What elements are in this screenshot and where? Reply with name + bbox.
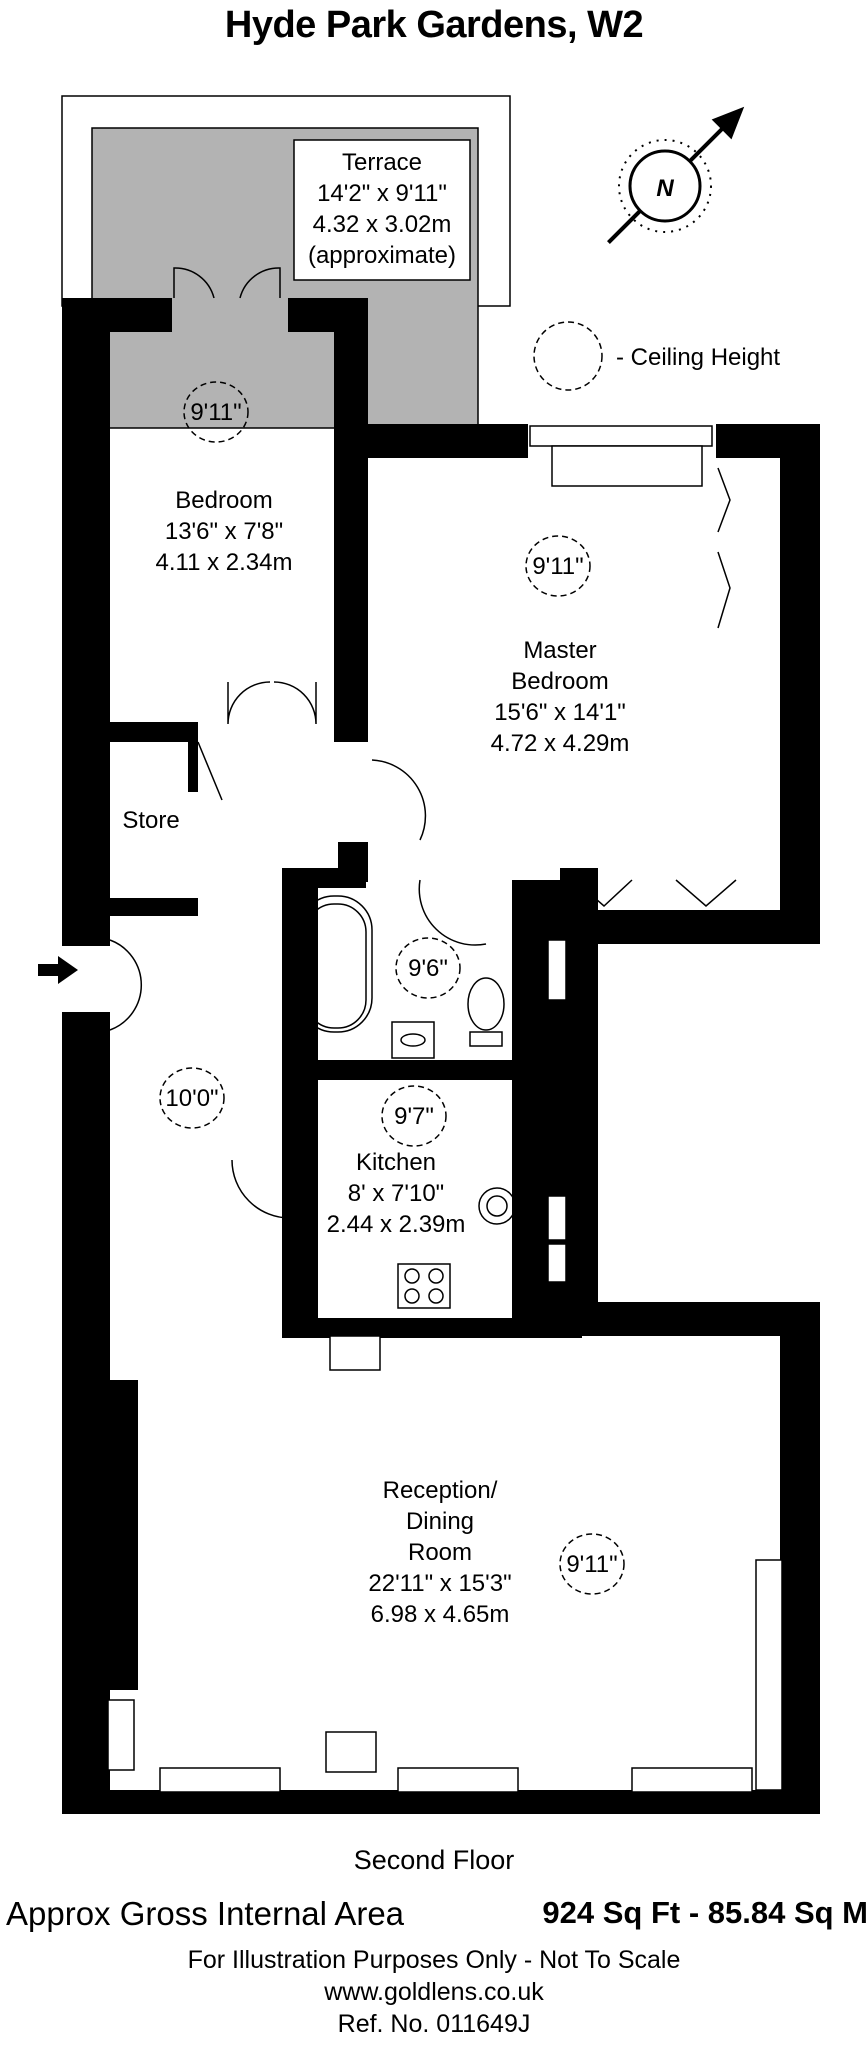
master-bedroom-labels: 9'11" Master Bedroom 15'6" x 14'1" 4.72 … [491,535,630,757]
ceiling-height-legend-text: - Ceiling Height [616,344,780,371]
reception-name-3: Room [408,1539,472,1566]
terrace-name: Terrace [342,149,422,176]
terrace-area [61,95,511,429]
reception-labels: 9'11" Reception/ Dining Room 22'11" x 15… [368,1477,625,1628]
bathroom-labels: 9'6" [395,937,461,999]
entrance-arrow-icon [38,956,78,984]
area-label: Approx Gross Internal Area [6,1895,405,1932]
hall-ceiling: 10'0" [165,1085,218,1112]
compass-north-label: N [656,175,674,202]
floor-name: Second Floor [353,1845,515,1875]
reference-number: Ref. No. 011649J [337,2010,531,2038]
hob-icon [397,1263,451,1309]
bedroom-ceiling: 9'11" [190,399,241,426]
toilet-icon [467,977,505,1047]
master-bedroom-name-2: Bedroom [511,668,608,695]
reception-imperial: 22'11" x 15'3" [368,1570,511,1597]
basin-icon [391,1021,435,1059]
terrace-labels: Terrace 14'2" x 9'11" 4.32 x 3.02m (appr… [308,149,456,269]
reception-metric: 6.98 x 4.65m [371,1601,510,1628]
terrace-metric: 4.32 x 3.02m [313,211,452,238]
floor-plan: N - Ceiling Height Terrace 14'2" x 9'11"… [38,95,820,1814]
sink-icon [478,1187,516,1225]
master-bedroom-imperial: 15'6" x 14'1" [494,699,626,726]
door-swings [109,267,737,1219]
kitchen-ceiling: 9'7" [394,1103,434,1130]
kitchen-imperial: 8' x 7'10" [348,1180,444,1207]
reception-name-2: Dining [406,1508,474,1535]
master-bedroom-name-1: Master [523,637,596,664]
bedroom-name: Bedroom [175,487,272,514]
compass-icon: N [607,106,745,244]
kitchen-name: Kitchen [356,1149,436,1176]
bedroom-imperial: 13'6" x 7'8" [165,518,283,545]
windows [107,425,783,1793]
bedroom-labels: 9'11" Bedroom 13'6" x 7'8" 4.11 x 2.34m [156,381,293,576]
ceiling-height-legend: - Ceiling Height [533,321,780,391]
area-row: Approx Gross Internal Area 924 Sq Ft - 8… [0,1895,868,1935]
reception-ceiling: 9'11" [566,1551,617,1578]
hall-labels: 10'0" [159,1067,225,1129]
website-link[interactable]: www.goldlens.co.uk [324,1978,544,2006]
plan-title: Hyde Park Gardens, W2 [224,4,644,46]
reception-name-1: Reception/ [383,1477,498,1504]
bathroom-ceiling: 9'6" [408,955,448,982]
store-name: Store [122,807,179,834]
kitchen-labels: 9'7" Kitchen 8' x 7'10" 2.44 x 2.39m [327,1085,466,1238]
area-value: 924 Sq Ft - 85.84 Sq M [542,1895,868,1930]
terrace-imperial: 14'2" x 9'11" [317,180,447,207]
bedroom-metric: 4.11 x 2.34m [156,549,293,576]
terrace-note: (approximate) [308,242,456,269]
master-bedroom-ceiling: 9'11" [532,553,583,580]
kitchen-metric: 2.44 x 2.39m [327,1211,466,1238]
master-bedroom-metric: 4.72 x 4.29m [491,730,630,757]
bath-icon [299,895,373,1033]
disclaimer: For Illustration Purposes Only - Not To … [187,1946,681,1974]
